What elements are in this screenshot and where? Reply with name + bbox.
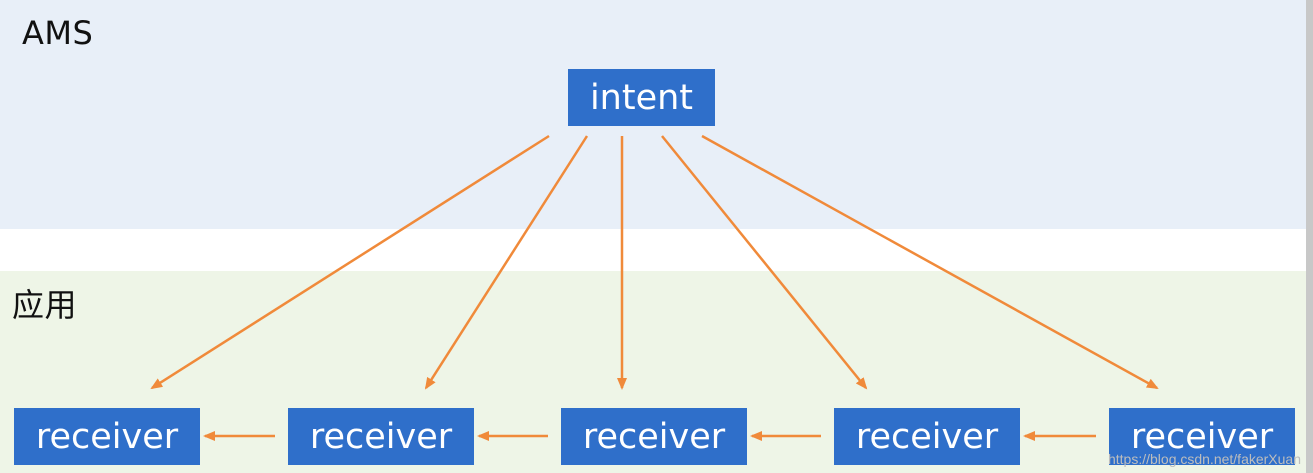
receiver-node-1: receiver: [14, 408, 200, 465]
receiver-node-2: receiver: [288, 408, 474, 465]
ams-label: AMS: [22, 14, 94, 52]
intent-node: intent: [568, 69, 715, 126]
scrollbar-strip: [1306, 0, 1313, 473]
receiver-node-5: receiver: [1109, 408, 1295, 465]
receiver-node-4: receiver: [834, 408, 1020, 465]
watermark-text: https://blog.csdn.net/fakerXuan: [1107, 451, 1301, 467]
app-label: 应用: [12, 286, 78, 324]
receiver-node-3: receiver: [561, 408, 747, 465]
